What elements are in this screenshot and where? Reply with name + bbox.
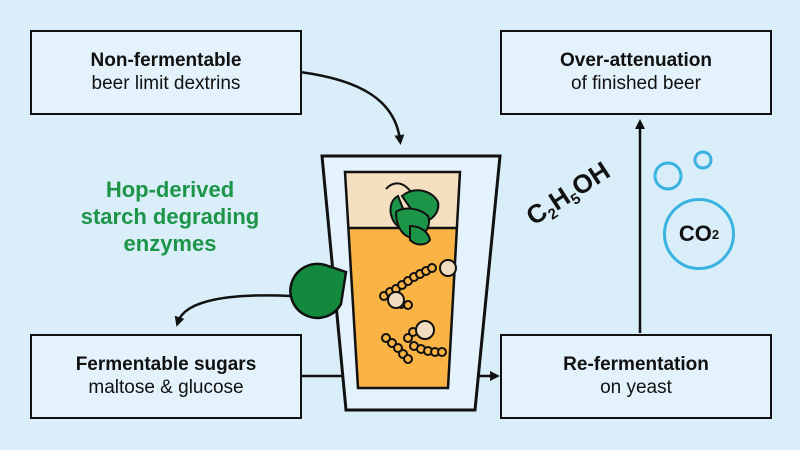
- box-over-attenuation: Over-attenuation of finished beer: [500, 30, 772, 115]
- co2-subscript: 2: [711, 226, 720, 242]
- pacman-enzyme-icon: [289, 262, 348, 320]
- dextrin-chain-icon: [379, 263, 447, 364]
- box-title: Re-fermentation: [563, 353, 709, 375]
- box-fermentable-sugars: Fermentable sugars maltose & glucose: [30, 334, 302, 419]
- hop-label-line: Hop-derived: [105, 177, 235, 202]
- arrow-dextrins-to-glass: [299, 70, 405, 145]
- co2-main: CO: [678, 221, 712, 246]
- box-title: Fermentable sugars: [75, 353, 257, 375]
- box-subtitle: of finished beer: [571, 72, 701, 94]
- hop-label-line: enzymes: [123, 231, 217, 257]
- hop-label-line: starch degrading: [80, 204, 260, 230]
- box-title: Non-fermentable: [90, 49, 242, 71]
- hop-enzymes-label: Hop-derived starch degrading enzymes: [58, 176, 282, 257]
- box-non-fermentable: Non-fermentable beer limit dextrins: [30, 30, 302, 115]
- box-subtitle: beer limit dextrins: [91, 72, 241, 94]
- box-title: Over-attenuation: [559, 49, 713, 71]
- co2-bubble-icon: [653, 150, 713, 191]
- box-re-fermentation: Re-fermentation on yeast: [500, 334, 772, 419]
- hop-cone-icon: [385, 182, 440, 246]
- arrow-enzyme-to-sugars: [174, 294, 293, 327]
- box-subtitle: on yeast: [600, 376, 672, 398]
- box-subtitle: maltose & glucose: [88, 376, 244, 398]
- glucose-molecule: [387, 259, 457, 340]
